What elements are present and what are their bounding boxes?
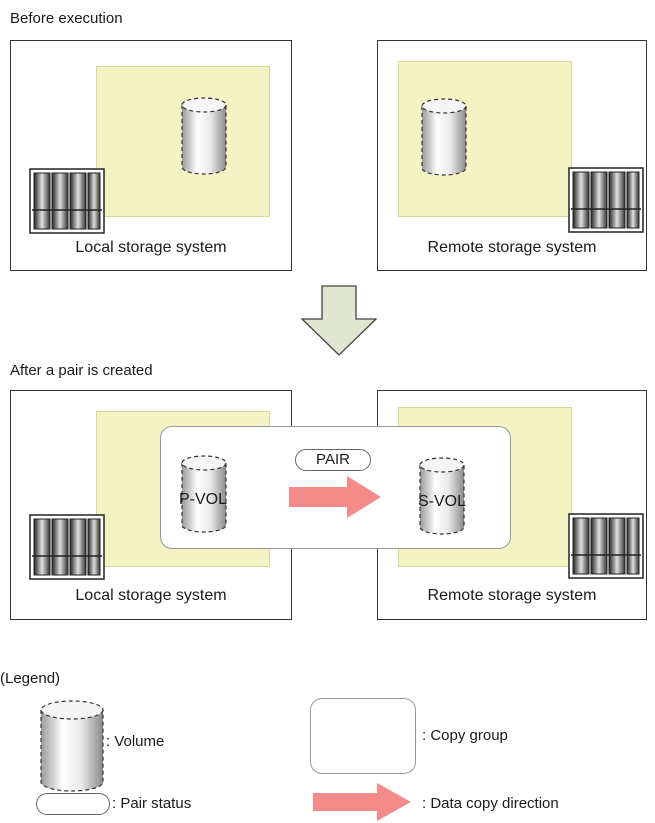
- s-vol-icon: [419, 457, 465, 535]
- volume-icon: [181, 97, 227, 175]
- after-pair-created-title: After a pair is created: [10, 362, 153, 379]
- storage-rack-icon: [29, 514, 105, 580]
- legend-data-copy-direction-label: : Data copy direction: [422, 795, 559, 812]
- copy-group: P-VOL PAIR S-VOL: [160, 426, 511, 549]
- volume-icon: [421, 98, 467, 176]
- legend-title: (Legend): [0, 670, 61, 687]
- local-storage-label: Local storage system: [75, 587, 227, 604]
- legend-pair-status-icon: [36, 793, 110, 815]
- p-vol-label: P-VOL: [179, 491, 228, 508]
- storage-rack-icon: [568, 167, 644, 233]
- transition-down-arrow: [300, 285, 378, 356]
- legend-volume-label: : Volume: [106, 733, 165, 750]
- legend-volume-icon: [40, 700, 104, 792]
- legend-copy-group-icon: [310, 698, 416, 774]
- storage-rack-icon: [29, 168, 105, 234]
- pair-status-text: PAIR: [316, 451, 350, 468]
- storage-rack-icon: [568, 513, 644, 579]
- local-storage-system-before: Local storage system: [10, 40, 292, 271]
- data-copy-arrow: [289, 476, 381, 518]
- legend-pair-status-label: : Pair status: [112, 795, 192, 812]
- local-storage-label: Local storage system: [75, 239, 227, 256]
- remote-storage-system-before: Remote storage system: [377, 40, 647, 271]
- before-execution-title: Before execution: [10, 10, 123, 27]
- pair-status-badge: PAIR: [295, 449, 371, 471]
- p-vol-icon: [181, 455, 227, 533]
- legend-copy-group-label: : Copy group: [422, 727, 508, 744]
- remote-storage-label: Remote storage system: [427, 239, 597, 256]
- remote-storage-label: Remote storage system: [427, 587, 597, 604]
- s-vol-label: S-VOL: [418, 493, 467, 510]
- legend-data-copy-arrow-icon: [313, 783, 411, 821]
